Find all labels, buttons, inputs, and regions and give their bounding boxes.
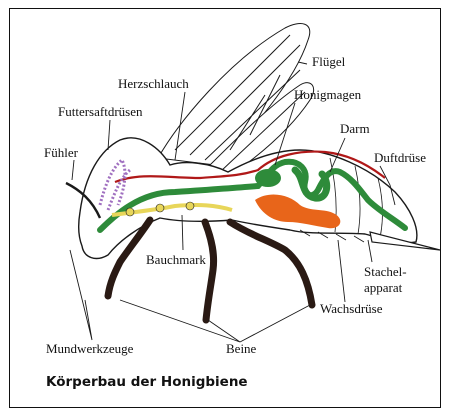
label-wachsdruese: Wachsdrüse [320,301,383,316]
label-stachel-line2: apparat [364,280,403,295]
label-stachel-line1: Stachel- [364,264,407,279]
label-fuehler: Fühler [44,145,79,160]
nerve-ganglion [156,204,164,212]
label-fluegel: Flügel [312,54,346,69]
label-duftdruese: Duftdrüse [374,150,426,165]
label-mundwerkzeuge: Mundwerkzeuge [46,341,134,356]
hind-leg [230,222,312,305]
label-bauchmark: Bauchmark [146,252,206,267]
label-honigmagen: Honigmagen [294,87,362,102]
nerve-ganglion [186,202,194,210]
label-beine: Beine [226,341,257,356]
label-darm: Darm [340,121,370,136]
nerve-ganglion [126,208,134,216]
label-herzschlauch: Herzschlauch [118,76,189,91]
legs [108,220,312,320]
figure-caption: Körperbau der Honigbiene [46,374,248,390]
label-futtersaftdruesen: Futtersaftdrüsen [58,104,143,119]
honey-stomach [255,169,281,187]
middle-leg [205,222,214,320]
